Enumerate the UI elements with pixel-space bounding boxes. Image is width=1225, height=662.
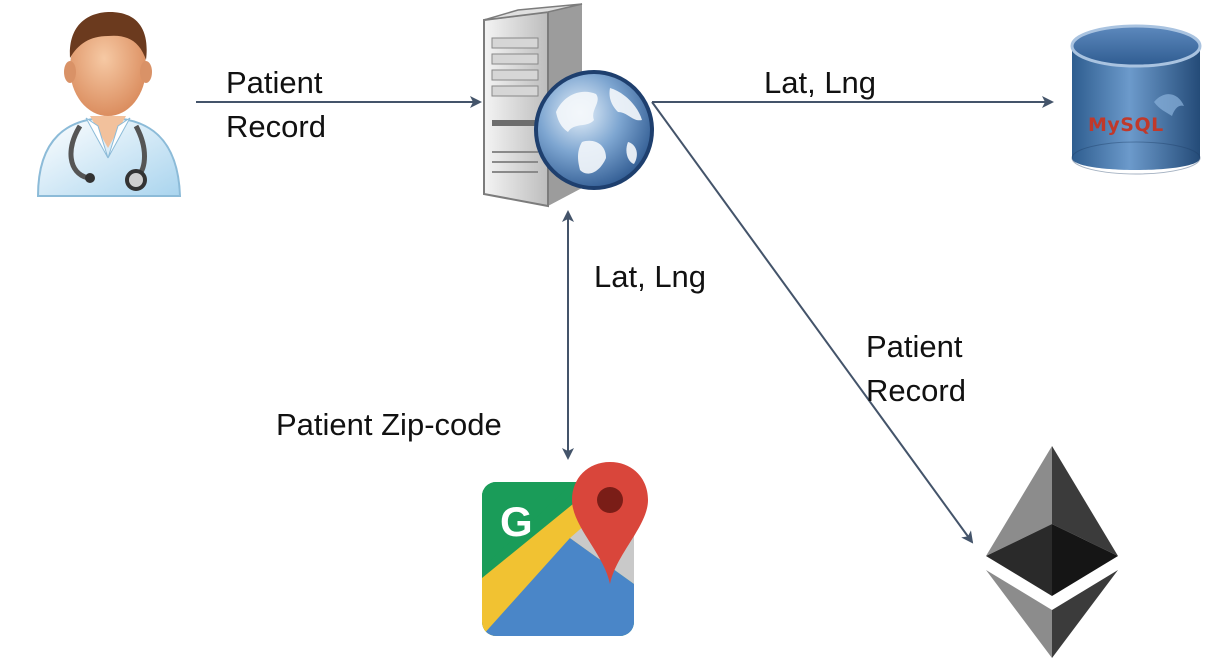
label-patient-zipcode: Patient Zip-code xyxy=(276,407,502,442)
web-server-icon xyxy=(478,2,656,210)
label-server-ethereum-line1: Patient xyxy=(866,329,963,364)
label-server-maps: Lat, Lng xyxy=(594,259,707,294)
doctor-icon xyxy=(28,8,188,198)
mysql-logo-text: MySQL xyxy=(1088,114,1164,136)
label-server-ethereum-line2: Record xyxy=(866,373,966,408)
ethereum-icon xyxy=(986,446,1118,658)
label-server-mysql: Lat, Lng xyxy=(764,65,877,100)
arrow-server-to-ethereum xyxy=(651,101,974,544)
google-maps-icon: G xyxy=(480,458,656,638)
mysql-database-icon: MySQL xyxy=(1066,20,1206,182)
maps-g-letter: G xyxy=(500,498,533,545)
label-doctor-server-line2: Record xyxy=(226,109,326,144)
label-doctor-server-line1: Patient xyxy=(226,65,323,100)
